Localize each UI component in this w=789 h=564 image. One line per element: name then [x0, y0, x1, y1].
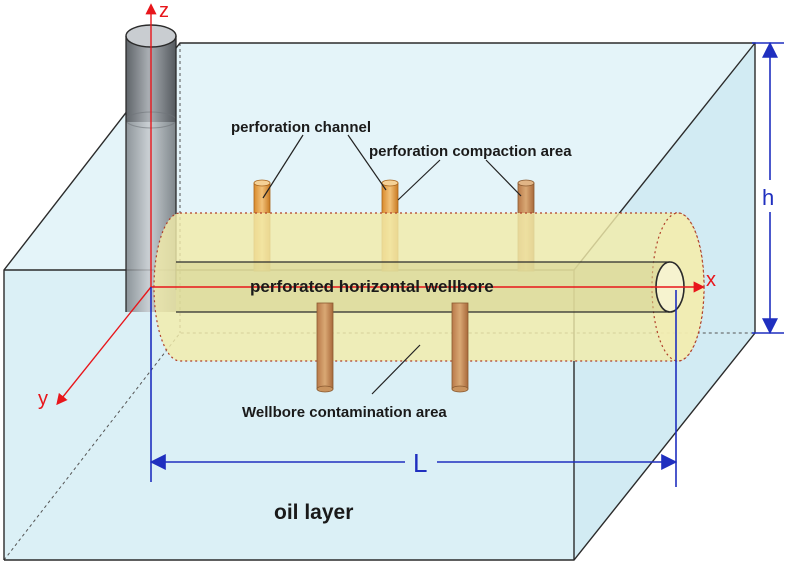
z-axis-label: z	[159, 0, 169, 22]
perforation-channel-tip	[253, 179, 271, 187]
label-perforated-horizontal-wellbore: perforated horizontal wellbore	[250, 277, 494, 296]
length-dimension: L	[149, 287, 678, 487]
leader-perforation-channel	[262, 134, 304, 199]
perforation-channel-tip	[517, 179, 535, 187]
coordinate-axes: z x y	[38, 0, 716, 410]
label-perforation-compaction-area: perforation compaction area	[369, 143, 572, 160]
perforation-channel	[451, 302, 469, 390]
y-axis-line	[56, 286, 152, 406]
label-perforation-channel: perforation channel	[231, 119, 371, 136]
height-dimension: h	[752, 41, 784, 335]
perforation-channel	[316, 302, 334, 390]
perforations-lower	[316, 302, 469, 393]
leader-compaction-area-3	[485, 159, 522, 197]
label-wellbore-contamination-area: Wellbore contamination area	[242, 404, 447, 421]
leader-lines	[262, 134, 522, 395]
perforation-channel-tip	[451, 385, 469, 393]
y-axis-label: y	[38, 388, 48, 410]
length-label: L	[413, 448, 427, 478]
leader-compaction-area-1	[347, 134, 387, 191]
perforation-channel-tip	[316, 385, 334, 393]
perforation-channel-tip	[381, 179, 399, 187]
leader-contamination-area	[371, 344, 421, 395]
label-oil-layer: oil layer	[274, 501, 353, 524]
leader-compaction-area-2	[397, 159, 441, 201]
x-axis-label: x	[706, 269, 716, 291]
height-label: h	[762, 185, 774, 210]
diagram-labels: perforation channel perforation compacti…	[231, 119, 572, 524]
